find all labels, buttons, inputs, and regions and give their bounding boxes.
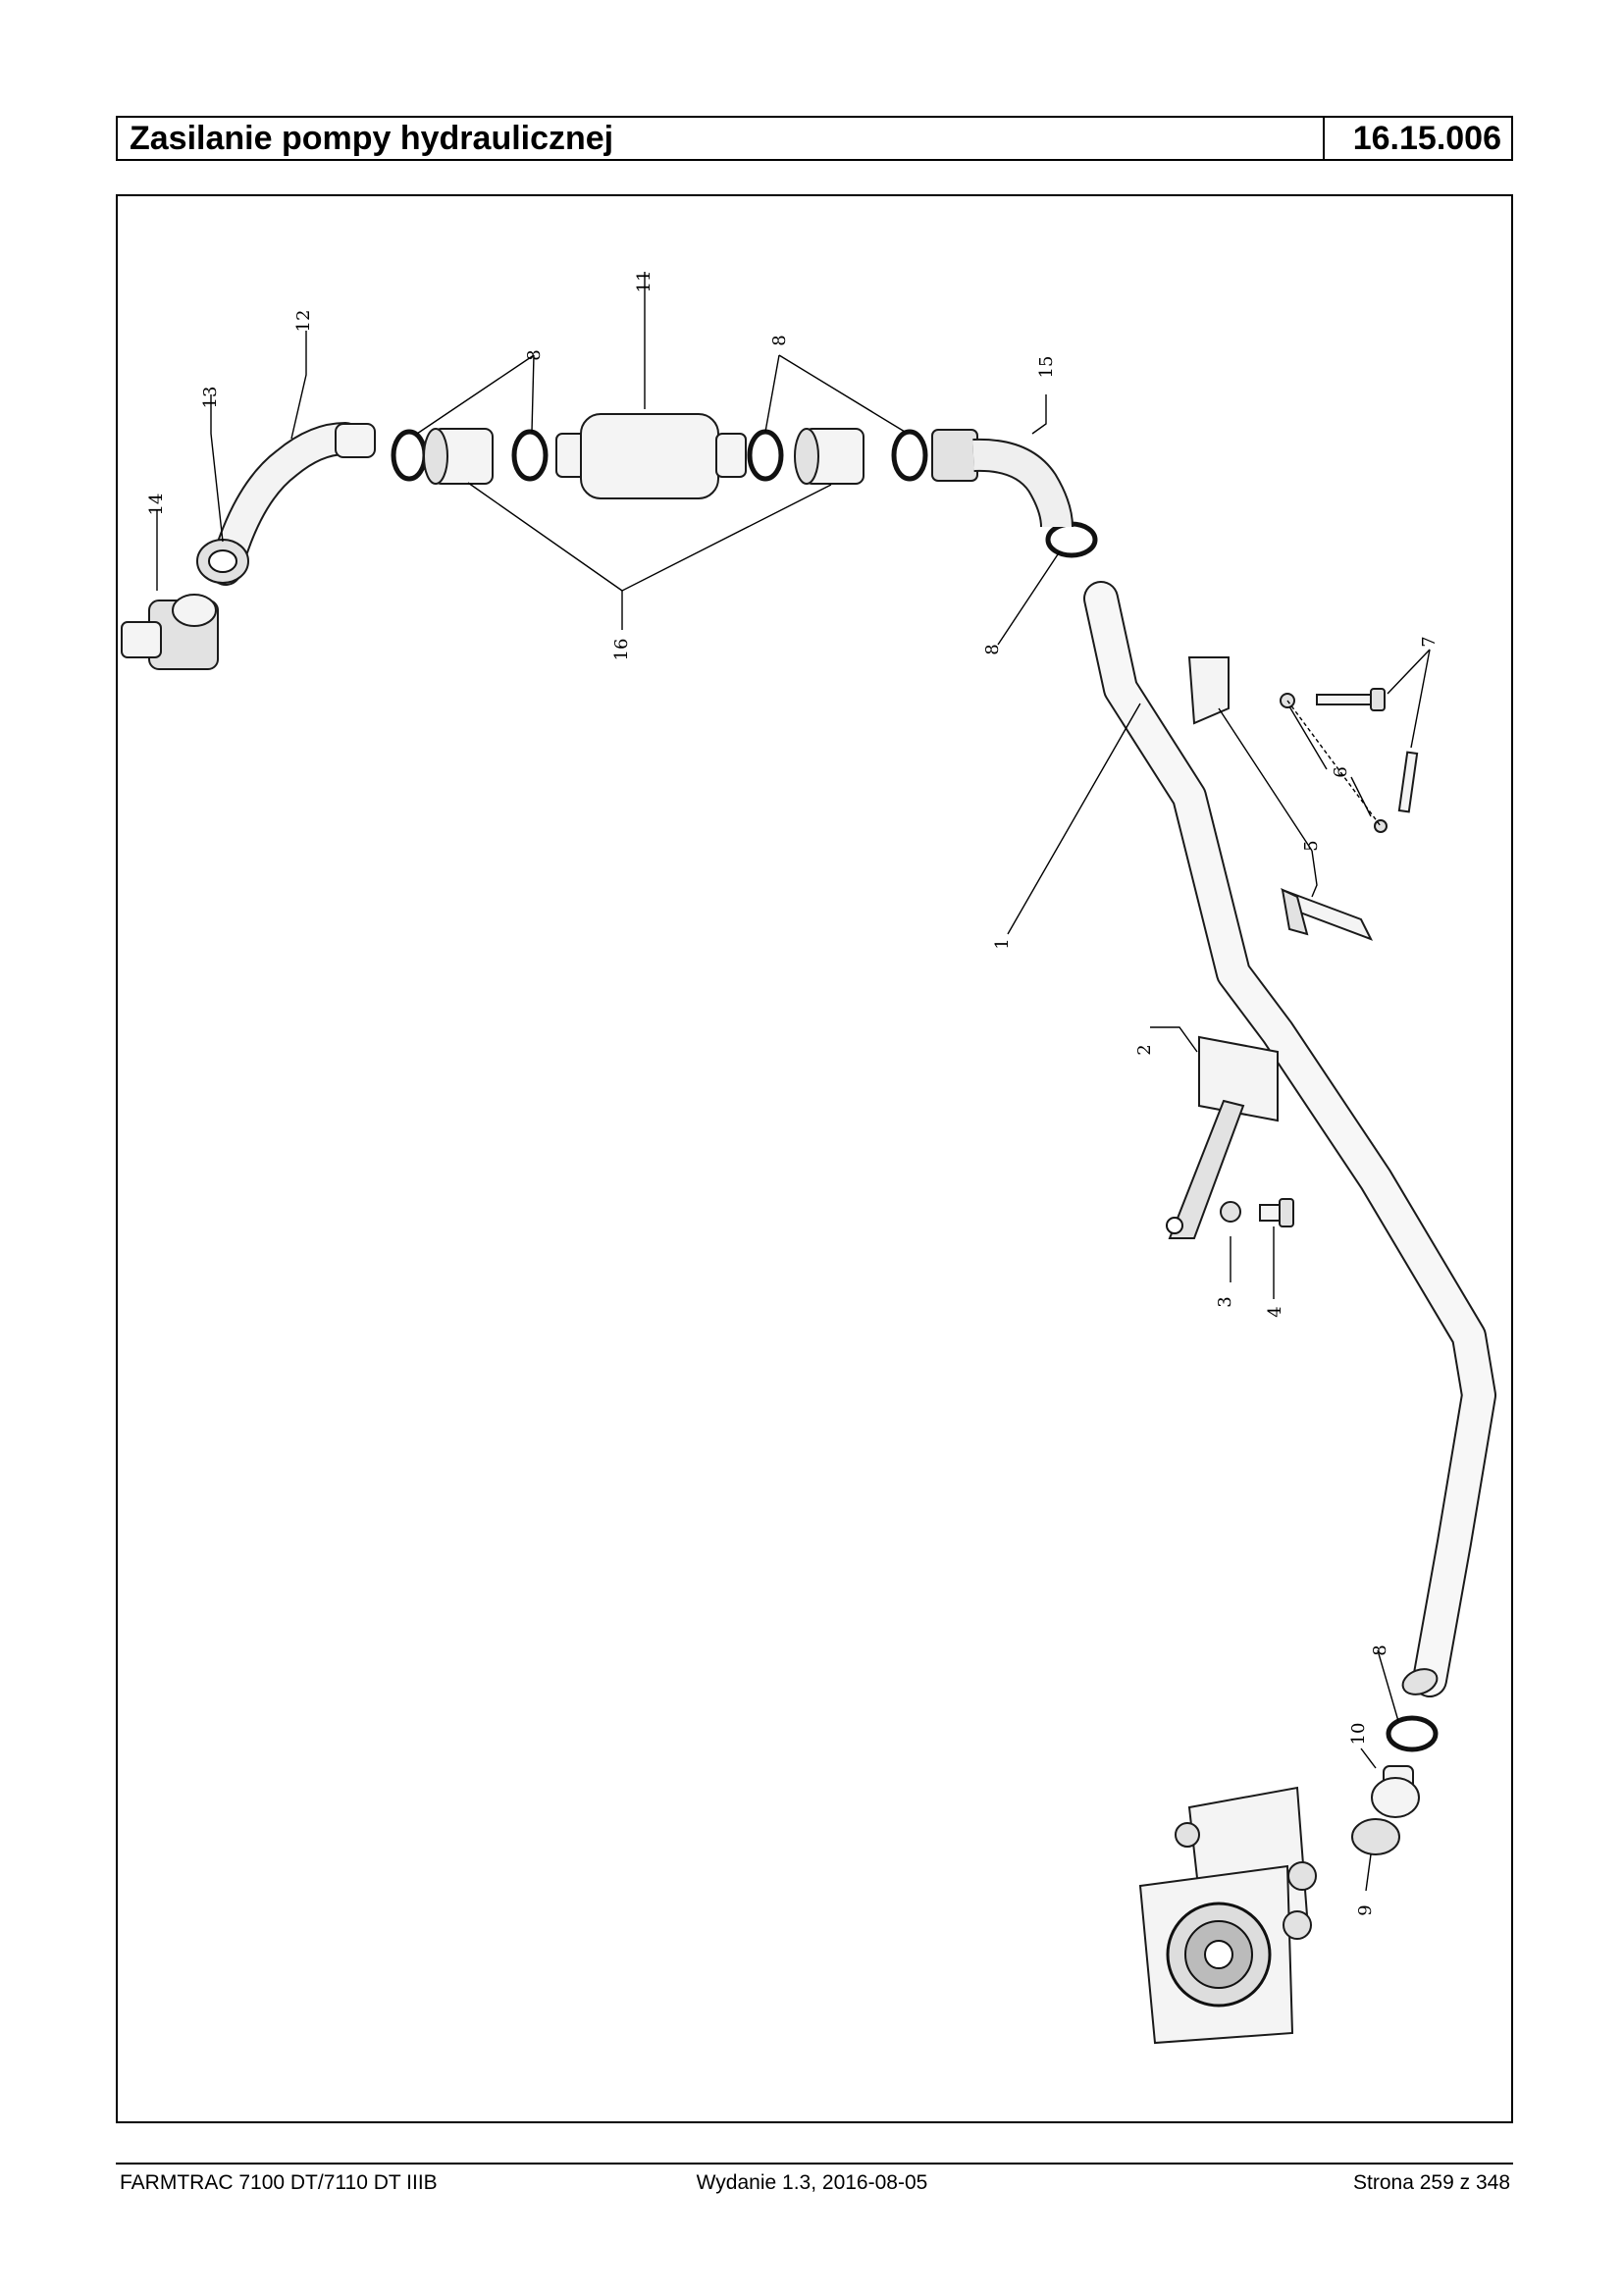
label-8: 8 [769, 335, 790, 345]
hose-sleeve-16 [794, 428, 864, 485]
bolt-4 [1259, 1198, 1294, 1227]
bracket-5 [1187, 656, 1374, 941]
label-11: 11 [634, 271, 655, 293]
label-1: 1 [992, 938, 1013, 949]
hose-clamp-8 [1386, 1715, 1439, 1752]
hose-clamp-8 [391, 429, 428, 482]
label-13: 13 [200, 387, 221, 409]
label-14: 14 [146, 494, 167, 516]
section-code: 16.15.006 [1352, 120, 1501, 157]
elbow-fitting-14 [121, 594, 219, 670]
label-16: 16 [611, 639, 632, 661]
diagram-frame: 1 2 3 4 5 6 7 8 8 8 8 9 10 11 12 13 14 1… [116, 194, 1513, 2123]
label-8: 8 [1370, 1644, 1390, 1655]
label-12: 12 [293, 310, 314, 333]
hose-clamp-8 [747, 429, 784, 482]
hose-clamp-8 [511, 429, 549, 482]
label-3: 3 [1215, 1296, 1235, 1307]
label-9: 9 [1355, 1904, 1376, 1915]
nut-9 [1351, 1818, 1400, 1855]
hose-sleeve-16 [423, 428, 494, 485]
label-6: 6 [1331, 766, 1351, 777]
label-15: 15 [1036, 356, 1057, 379]
label-5: 5 [1301, 840, 1322, 851]
label-7: 7 [1419, 636, 1440, 647]
label-10: 10 [1348, 1723, 1369, 1746]
footer-model: FARMTRAC 7100 DT/7110 DT IIIB [120, 2171, 438, 2194]
label-8: 8 [524, 349, 545, 360]
support-bracket-2 [1166, 1035, 1279, 1239]
page-title: Zasilanie pompy hydraulicznej [118, 118, 1325, 159]
elbow-fitting-10 [1371, 1765, 1420, 1818]
bolt-7 [1316, 688, 1419, 813]
label-2: 2 [1134, 1044, 1155, 1055]
washer-3 [1220, 1201, 1241, 1223]
hose-clamp-8 [1045, 521, 1098, 558]
footer-page-number: Strona 259 z 348 [1353, 2171, 1510, 2194]
hose-clamp-8 [891, 429, 928, 482]
inline-filter-11 [555, 413, 747, 499]
label-8: 8 [982, 644, 1003, 654]
label-4: 4 [1265, 1306, 1285, 1317]
page-header: Zasilanie pompy hydraulicznej 16.15.006 [116, 116, 1513, 161]
footer-divider [116, 2163, 1513, 2165]
exploded-parts-diagram: 1 2 3 4 5 6 7 8 8 8 8 9 10 11 12 13 14 1… [121, 271, 1496, 2045]
footer-edition: Wydanie 1.3, 2016-08-05 [696, 2171, 928, 2194]
hose-15 [931, 429, 1074, 528]
washer-6 [1374, 819, 1388, 833]
hydraulic-pump [1138, 1786, 1317, 2045]
